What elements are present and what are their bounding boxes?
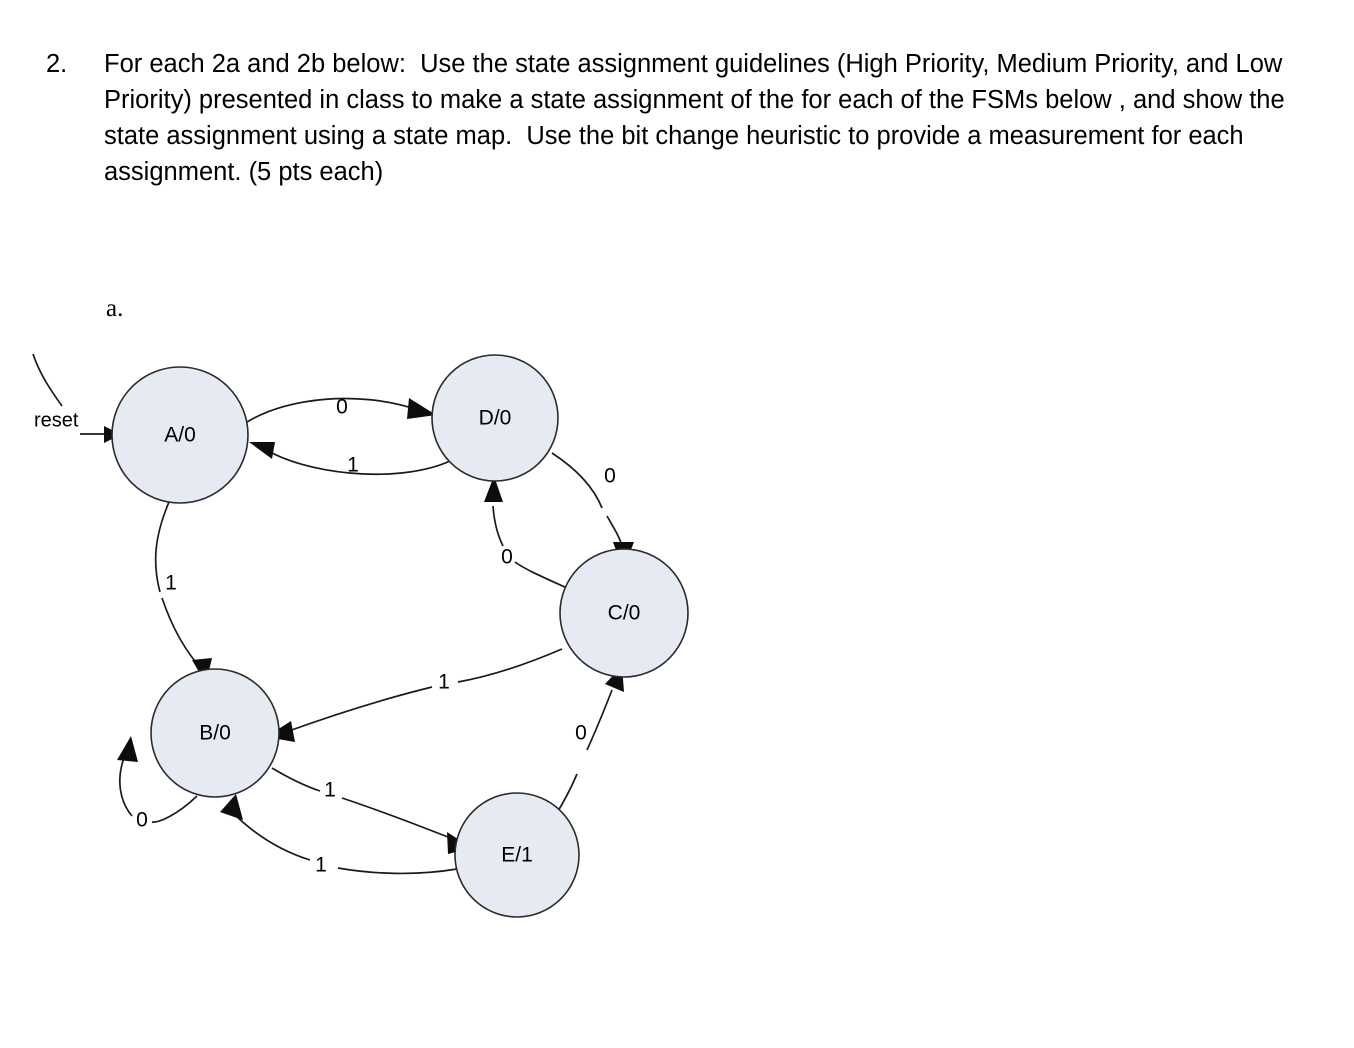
edge-b-to-e: 1	[271, 767, 472, 854]
edge-e-to-c-label: 0	[575, 722, 587, 745]
edge-b-to-e-path-2	[341, 797, 459, 842]
edge-c-to-d-arrowhead	[484, 476, 503, 502]
state-node-d-label: D/0	[479, 407, 512, 430]
state-node-b[interactable]: B/0	[150, 668, 280, 798]
state-node-c-label: C/0	[608, 602, 641, 625]
edge-a-to-b-path	[154, 501, 170, 593]
edge-a-to-d: 0	[246, 396, 436, 423]
edge-b-self-loop: 0	[117, 736, 198, 832]
state-node-e-label: E/1	[501, 844, 533, 867]
edge-d-to-a-path	[271, 452, 451, 476]
question-text: For each 2a and 2b below: Use the state …	[104, 50, 1292, 186]
edge-d-to-a: 1	[249, 442, 451, 477]
question-block: 2. For each 2a and 2b below: Use the sta…	[46, 46, 1291, 190]
edge-b-self-loop-path	[151, 795, 198, 823]
reset-entry: reset	[32, 353, 121, 443]
edge-a-to-b: 1	[154, 501, 212, 684]
edge-c-to-b: 1	[266, 648, 563, 742]
edge-c-to-d-label: 0	[501, 546, 513, 569]
state-node-a-label: A/0	[164, 424, 196, 447]
edge-a-to-d-label: 0	[336, 396, 348, 419]
part-label-a: a.	[106, 295, 124, 322]
edge-a-to-b-label: 1	[165, 572, 177, 595]
edge-e-to-b-path	[337, 867, 458, 875]
edge-d-to-c-path	[551, 452, 603, 509]
state-node-e[interactable]: E/1	[454, 792, 580, 918]
state-node-c-circle[interactable]	[559, 548, 689, 678]
edge-c-to-d-path	[514, 561, 568, 589]
state-node-e-circle[interactable]	[454, 792, 580, 918]
edge-d-to-a-label: 1	[347, 454, 359, 477]
state-node-c[interactable]: C/0	[559, 548, 689, 678]
state-node-d[interactable]: D/0	[431, 354, 559, 482]
state-node-b-circle[interactable]	[150, 668, 280, 798]
edge-e-to-b-label: 1	[315, 854, 327, 877]
edge-e-to-c-path-2	[586, 689, 613, 751]
fsm-state-diagram: reset 0 1 1	[0, 330, 760, 950]
edge-b-self-loop-path-2	[119, 757, 133, 817]
state-node-d-circle[interactable]	[431, 354, 559, 482]
edge-b-to-e-path	[271, 767, 321, 792]
edge-e-to-b: 1	[220, 794, 458, 877]
edge-e-to-c: 0	[554, 666, 624, 817]
edge-c-to-d-path-2	[492, 505, 504, 547]
edge-a-to-d-arrowhead	[407, 398, 436, 419]
reset-label: reset	[34, 409, 79, 431]
reset-curve-stroke	[32, 353, 63, 407]
question-number: 2.	[46, 50, 68, 78]
edge-c-to-b-path-2	[285, 686, 433, 733]
edge-d-to-c-label: 0	[604, 465, 616, 488]
edge-c-to-d: 0	[484, 476, 568, 589]
edge-e-to-b-arrowhead	[220, 794, 243, 820]
edge-b-self-loop-arrowhead	[117, 736, 138, 762]
edge-b-self-loop-label: 0	[136, 809, 148, 832]
state-node-b-label: B/0	[199, 722, 231, 745]
edge-e-to-b-path-2	[231, 811, 311, 861]
state-node-a[interactable]: A/0	[111, 366, 249, 504]
edge-d-to-c-path-2	[606, 515, 623, 547]
state-node-a-circle[interactable]	[111, 366, 249, 504]
edge-b-to-e-label: 1	[324, 779, 336, 802]
edge-c-to-b-label: 1	[438, 671, 450, 694]
edge-a-to-d-path	[246, 397, 413, 423]
edge-c-to-b-path	[457, 648, 563, 683]
edge-d-to-a-arrowhead	[249, 442, 275, 459]
